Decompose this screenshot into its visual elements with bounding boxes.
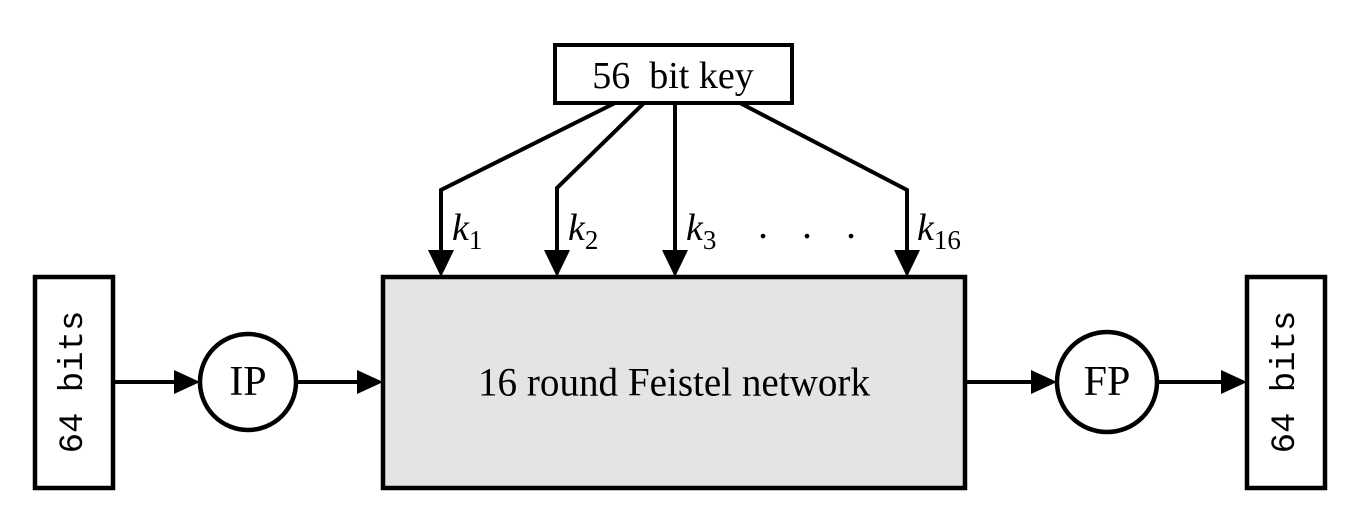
subkey-label-k2: k2 (568, 207, 598, 255)
arrowhead-down-k3 (662, 250, 688, 277)
subkey-ellipsis: . . . (758, 202, 868, 247)
subkey-label-k3: k3 (686, 207, 716, 255)
arrowhead-feistel-to-fp (1031, 370, 1057, 394)
key-box-label: 56 bit key (592, 55, 753, 97)
feistel-box-label: 16 round Feistel network (478, 360, 870, 405)
subkey-label-k16: k16 (917, 207, 961, 255)
subkey-wire-k16 (739, 101, 909, 253)
fp-node-label: FP (1084, 359, 1131, 405)
arrowhead-down-k2 (544, 250, 570, 277)
output-bits-box (1244, 274, 1328, 491)
input-bits-box (32, 274, 116, 491)
arrowhead-input-to-ip (174, 370, 200, 394)
subkey-wire-k1 (439, 101, 616, 253)
feistel-box (380, 274, 968, 491)
ip-node-label: IP (229, 359, 266, 405)
arrowhead-down-k16 (894, 250, 920, 277)
arrowhead-down-k1 (428, 250, 454, 277)
input-bits-label: 64 bits (55, 311, 93, 454)
subkey-wire-k2 (555, 101, 646, 253)
arrowhead-fp-to-output (1221, 370, 1247, 394)
arrowhead-ip-to-feistel (357, 370, 383, 394)
subkey-label-k1: k1 (452, 207, 482, 255)
output-bits-label: 64 bits (1267, 311, 1305, 454)
